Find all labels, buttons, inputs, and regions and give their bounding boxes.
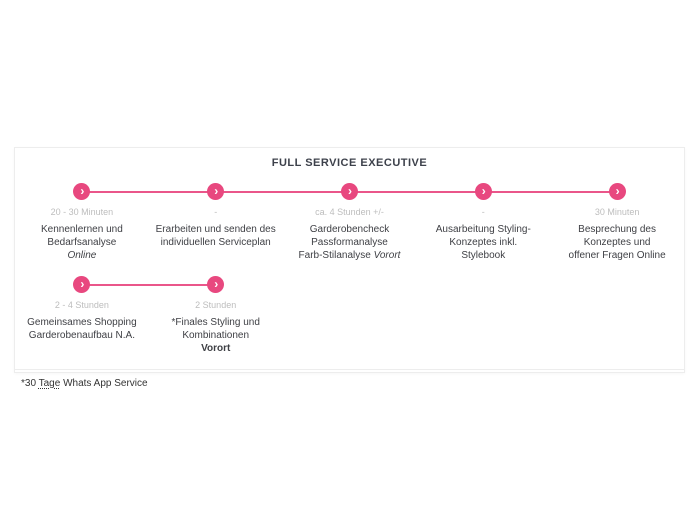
timeline-step-1: › 20 - 30 Minuten Kennenlernen und Bedar… — [15, 183, 149, 262]
timeline-row-2: › 2 - 4 Stunden Gemeinsames Shopping Gar… — [15, 276, 684, 355]
step-description: Gemeinsames Shopping Garderobenaufbau N.… — [27, 317, 137, 341]
step-description: Ausarbeitung Styling- Konzeptes inkl. St… — [435, 224, 531, 261]
timeline-step-7: › 2 Stunden *Finales Styling und Kombina… — [149, 276, 283, 355]
step-duration: 2 Stunden — [195, 300, 237, 310]
arrow-marker-icon: › — [207, 183, 225, 200]
timeline-step-6: › 2 - 4 Stunden Gemeinsames Shopping Gar… — [15, 276, 149, 355]
arrow-marker-icon: › — [207, 276, 225, 293]
arrow-marker-icon: › — [474, 183, 492, 200]
arrow-marker-icon: › — [73, 276, 91, 293]
step-duration: 20 - 30 Minuten — [50, 207, 114, 217]
timeline-row-1: › 20 - 30 Minuten Kennenlernen und Bedar… — [15, 183, 684, 262]
footnote-underlined-word: Tage — [38, 378, 61, 389]
step-duration: 30 Minuten — [594, 207, 640, 217]
timeline-step-2: › - Erarbeiten und senden des individuel… — [149, 183, 283, 262]
step-description: Kennenlernen und Bedarfsanalyse Online — [41, 224, 123, 261]
step-description: Erarbeiten und senden des individuellen … — [155, 224, 276, 248]
timeline-step-5: › 30 Minuten Besprechung des Konzeptes u… — [550, 183, 684, 262]
footnote-prefix: *30 — [21, 378, 39, 389]
step-duration: - — [214, 207, 218, 217]
service-timeline-card: FULL SERVICE EXECUTIVE › 20 - 30 Minuten… — [14, 147, 685, 389]
timeline-connector-line — [81, 284, 216, 286]
footnote: *30 Tage Whats App Service — [15, 369, 684, 397]
timeline-step-3: › ca. 4 Stunden +/- Garderobencheck Pass… — [283, 183, 417, 262]
step-duration: ca. 4 Stunden +/- — [315, 207, 384, 217]
footnote-suffix: Whats App Service — [60, 378, 148, 389]
arrow-marker-icon: › — [608, 183, 626, 200]
timeline-step-4: › - Ausarbeitung Styling- Konzeptes inkl… — [416, 183, 550, 262]
arrow-marker-icon: › — [340, 183, 358, 200]
step-description: *Finales Styling und Kombinationen Voror… — [171, 317, 260, 354]
step-description: Garderobencheck Passformanalyse Farb-Sti… — [298, 224, 401, 261]
step-duration: - — [481, 207, 485, 217]
arrow-marker-icon: › — [73, 183, 91, 200]
step-description: Besprechung des Konzeptes und offener Fr… — [568, 224, 666, 261]
page-title: FULL SERVICE EXECUTIVE — [271, 157, 428, 169]
step-duration: 2 - 4 Stunden — [54, 300, 109, 310]
